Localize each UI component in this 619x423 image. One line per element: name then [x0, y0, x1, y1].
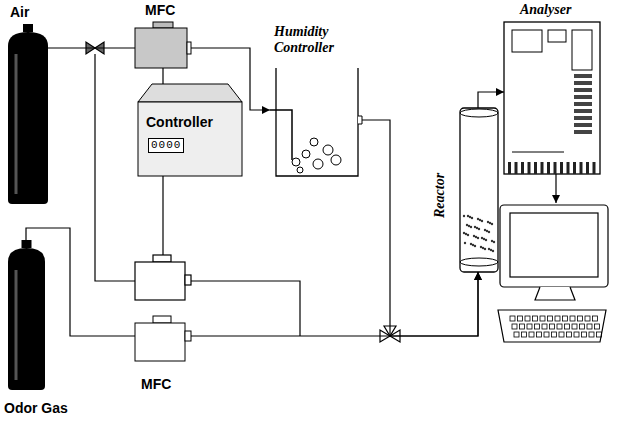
- keyboard-keys: [510, 316, 602, 337]
- node-label: Analyser: [520, 2, 571, 18]
- apparatus-node: Odor Gas: [4, 240, 84, 420]
- node-shape: [4, 240, 84, 420]
- node-shape: [504, 2, 600, 174]
- node-shape: [8, 4, 48, 204]
- node-label: Air: [10, 4, 29, 20]
- node-label: Humidity Controller: [274, 24, 360, 56]
- node-label: MFC: [145, 2, 175, 18]
- gas-line: [48, 47, 135, 48]
- gas-line: [478, 92, 504, 108]
- data-line: [555, 174, 556, 203]
- apparatus-node: Reactor: [428, 108, 502, 272]
- apparatus-node: Air: [8, 4, 48, 204]
- apparatus-node: Humidity Controller: [270, 24, 362, 178]
- gas-line: [95, 54, 135, 281]
- node-label: Reactor: [432, 173, 448, 218]
- mfc-unit: [135, 255, 191, 300]
- gas-line: [162, 66, 163, 84]
- node-label: MFC: [141, 376, 171, 392]
- gas-line: [191, 272, 478, 336]
- display-digits: 0000: [148, 138, 184, 153]
- computer: [498, 205, 608, 342]
- node-label: Controller: [146, 114, 213, 130]
- signal-line: [162, 176, 163, 262]
- gas-line: [191, 281, 300, 336]
- apparatus-node: Analyser: [504, 2, 600, 174]
- apparatus-node: MFC: [135, 316, 191, 394]
- apparatus-node: MFC: [135, 2, 191, 66]
- node-label: Odor Gas: [4, 400, 68, 416]
- apparatus-node: Controller 0000: [138, 84, 242, 176]
